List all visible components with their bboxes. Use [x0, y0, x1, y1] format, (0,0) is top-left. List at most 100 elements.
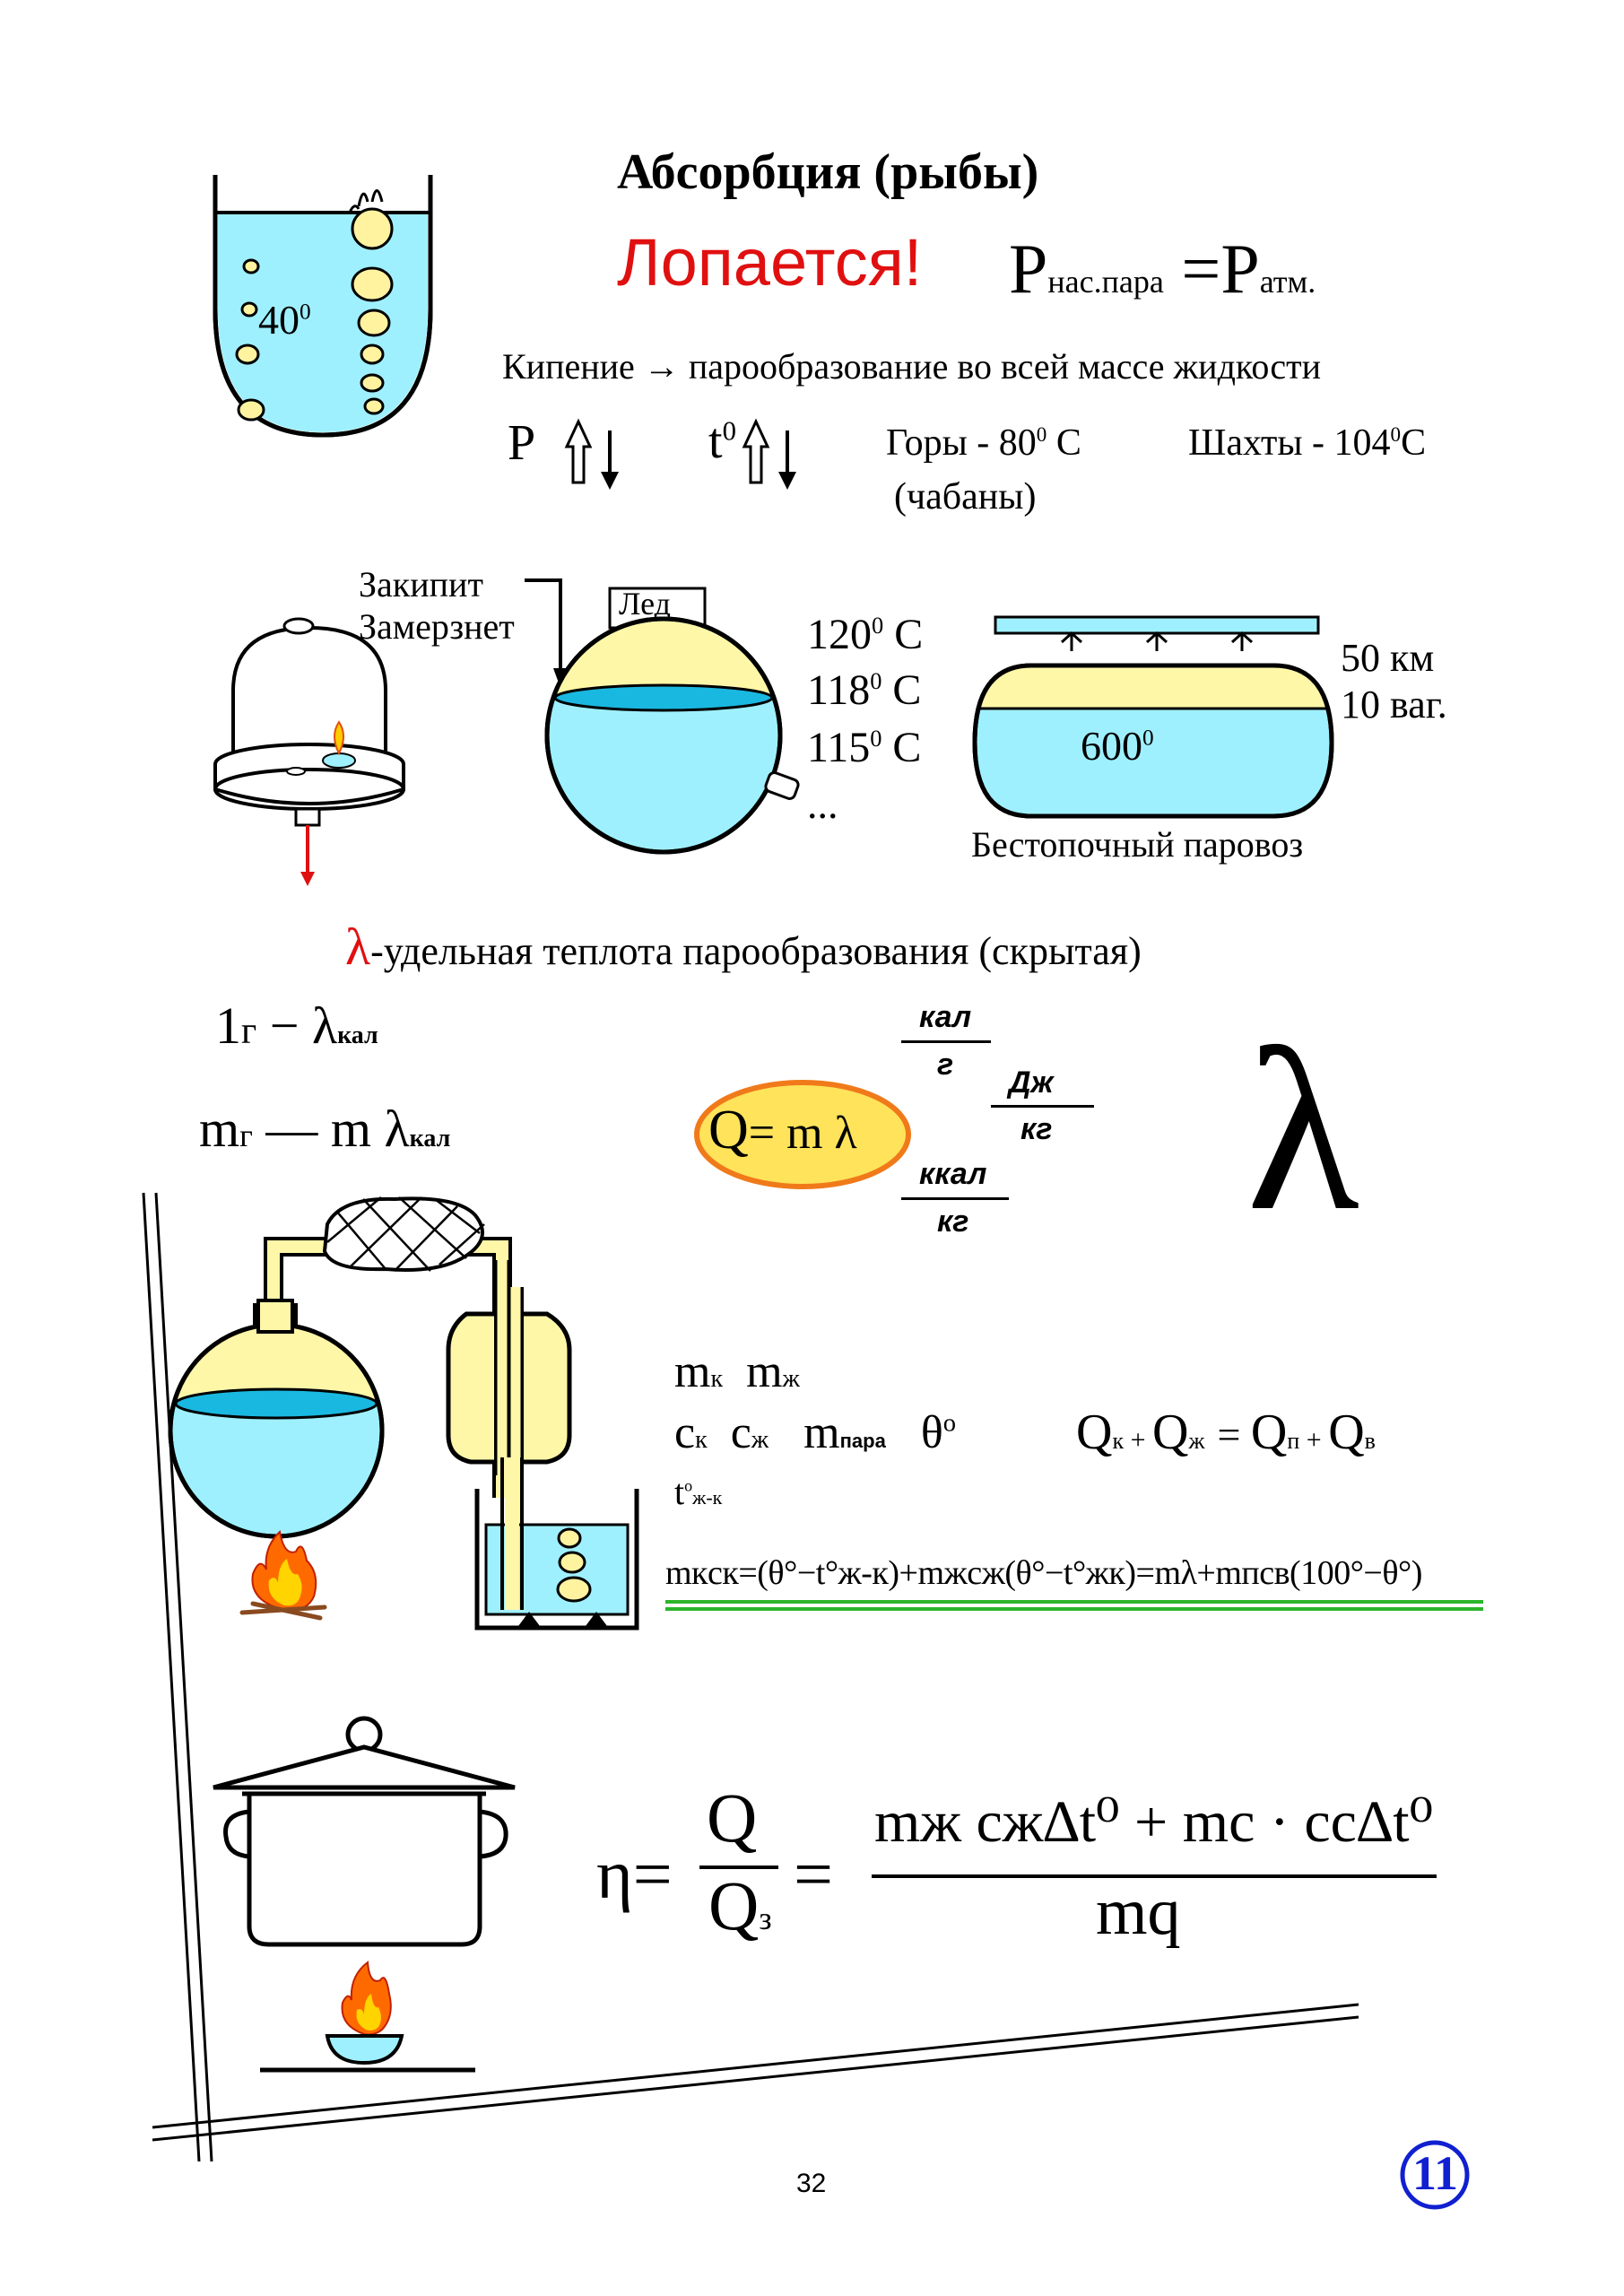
long-equation: mкcк=(θ°−t°ж-к)+mжcж(θ°−t°жк)=mλ+mпcв(10…	[665, 1554, 1422, 1592]
equation-underline-green	[665, 1600, 1483, 1604]
eta-den-q: Q	[708, 1866, 760, 1944]
locomotive-temp-value: 600	[1081, 723, 1142, 769]
p-sub: нас.пара	[1047, 264, 1164, 300]
bell-jar-illustration	[213, 617, 405, 886]
vars-row1: mк mж	[674, 1345, 800, 1398]
formula-eq: = m λ	[748, 1108, 857, 1159]
badge-circle	[1400, 2140, 1470, 2210]
formula-ellipse	[694, 1080, 911, 1189]
eta-den-sub: з	[759, 1900, 772, 1936]
mountains-note: (чабаны)	[894, 476, 1037, 517]
chapter-badge: 11	[1412, 2146, 1459, 2200]
formula-q: Q	[708, 1100, 749, 1161]
temp-118-sup: 0	[870, 667, 882, 694]
heat-balance: Qк + Qж = Qп + Qв	[1076, 1405, 1376, 1460]
var-czh-sub: ж	[751, 1426, 769, 1454]
var-czh: c	[730, 1407, 751, 1458]
bal-qzh: Q	[1152, 1405, 1189, 1460]
up-down-arrows-icon	[564, 418, 619, 490]
pressure-label: P	[508, 415, 536, 471]
mountains-sup: 0	[1036, 422, 1047, 446]
up-down-arrows-icon	[742, 418, 796, 490]
beaker-temp-sup: 0	[300, 299, 311, 325]
page-title: Абсорбция (рыбы)	[617, 144, 1039, 200]
eta-rhs-den: mq	[1096, 1875, 1181, 1949]
var-ck: c	[674, 1407, 696, 1458]
var-mpara: m	[803, 1407, 840, 1458]
atm-sub: атм.	[1259, 264, 1316, 300]
ice-label: Лед	[619, 586, 671, 622]
formula-q-m-lambda: Q= m λ	[708, 1099, 857, 1162]
mountains-unit: С	[1046, 422, 1081, 464]
boiling-condition: Pнас.пара =Pатм.	[1009, 229, 1316, 309]
locomotive-caption: Бестопочный паровоз	[971, 824, 1304, 865]
rel1-left: 1	[215, 996, 241, 1055]
temp-115-unit: С	[881, 724, 922, 771]
beaker-temp: 400	[258, 296, 311, 344]
var-t-sup: o	[684, 1476, 693, 1495]
eta-rhs-num: mж cж∆t⁰ + mс · cс∆t⁰	[874, 1789, 1434, 1855]
var-mk-sub: к	[710, 1365, 724, 1393]
var-theta-sup: o	[942, 1409, 957, 1438]
bal-zh: ж	[1188, 1428, 1205, 1454]
relation-mg: mг — m λкал	[199, 1099, 450, 1159]
relation-1g: 1г − λкал	[215, 996, 378, 1056]
temp-115-value: 115	[807, 724, 871, 771]
bal-qv: Q	[1328, 1405, 1365, 1460]
bell-label-boil: Закипит	[359, 564, 483, 604]
temp-label: t0	[708, 413, 736, 470]
mountains-text: Горы - 80	[886, 422, 1037, 464]
equation-underline-green-2	[665, 1607, 1483, 1611]
burst-text: Лопается!	[617, 225, 923, 300]
unit-cal-den: г	[937, 1048, 954, 1082]
var-mpara-sub: пара	[839, 1430, 886, 1452]
bal-qp: Q	[1250, 1405, 1288, 1460]
temp-sup: 0	[722, 415, 736, 447]
mines-unit: С	[1401, 422, 1427, 464]
p-symbol: P	[1009, 230, 1048, 308]
temps-more: ...	[807, 781, 838, 827]
eq-p: =P	[1181, 230, 1260, 308]
temp-115-sup: 0	[870, 725, 882, 752]
rel1-dash: −	[269, 996, 300, 1055]
mines: Шахты - 1040С	[1188, 422, 1426, 465]
temp-115: 1150 С	[807, 723, 921, 772]
temp-t: t	[708, 413, 723, 469]
mountains: Горы - 800 С	[886, 422, 1081, 465]
eta-num: Q	[707, 1779, 758, 1857]
eta-bar-1	[699, 1866, 778, 1869]
boiling-definition: Кипение → парообразование во всей массе …	[502, 346, 1321, 387]
vars-row3: toж-к	[674, 1471, 722, 1513]
unit-j-num: Дж	[1009, 1065, 1054, 1100]
temp-120: 1200 С	[807, 610, 923, 659]
mines-text: Шахты - 104	[1188, 422, 1391, 464]
lambda-definition: λ-удельная теплота парообразования (скры…	[345, 917, 1142, 977]
eta-bar-2	[872, 1874, 1437, 1878]
var-mzh-sub: ж	[782, 1365, 800, 1393]
var-ck-sub: к	[695, 1426, 708, 1454]
temp-118-value: 118	[807, 666, 871, 714]
campfire-icon	[239, 1530, 327, 1621]
temp-120-value: 120	[807, 611, 872, 658]
bal-qk: Q	[1076, 1405, 1113, 1460]
bal-p: п	[1287, 1428, 1300, 1454]
big-lambda: λ	[1246, 1001, 1360, 1259]
flask-with-ice	[544, 587, 800, 855]
unit-kcal-den: кг	[937, 1205, 969, 1239]
var-theta: θ	[920, 1407, 943, 1458]
page-number: 32	[796, 2169, 827, 2198]
var-mk: m	[674, 1346, 711, 1397]
rel2-unit: г	[239, 1118, 253, 1153]
cooking-pot-illustration	[213, 1716, 516, 2073]
fireless-locomotive	[972, 615, 1334, 819]
unit-cal-num: кал	[919, 1000, 972, 1034]
unit-kcal-num: ккал	[919, 1157, 987, 1191]
eta-symbol: η=	[596, 1835, 673, 1913]
temp-118-unit: С	[881, 666, 922, 714]
temp-118: 1180 С	[807, 665, 921, 715]
bal-v: в	[1364, 1428, 1376, 1454]
rel2-dash: —	[265, 1100, 318, 1158]
bal-k: к	[1112, 1428, 1125, 1454]
unit-kcal-bar	[901, 1197, 1009, 1200]
